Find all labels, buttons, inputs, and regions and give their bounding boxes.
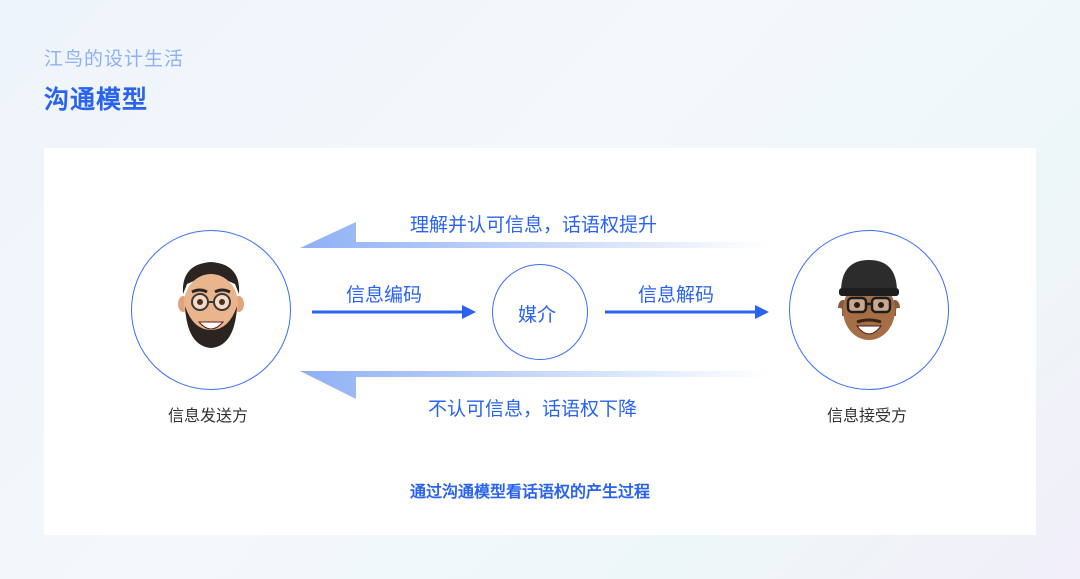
feedback-negative-arrow [300,371,770,399]
page-title: 沟通模型 [44,85,149,114]
encode-label: 信息编码 [346,284,423,306]
diagram-card: 信息发送方 理解并认可信息，话语权提升 信息编码 媒介 信息解码 [44,148,1036,535]
receiver-circle [789,230,949,390]
brand-name: 江鸟的设计生活 [44,48,185,70]
decode-label: 信息解码 [638,284,715,306]
encode-arrow [312,305,476,319]
medium-circle [492,264,588,360]
feedback-negative-label: 不认可信息，话语权下降 [428,398,638,420]
medium-label: 媒介 [518,304,557,326]
diagram-caption: 通过沟通模型看话语权的产生过程 [410,482,651,501]
feedback-positive-arrow [300,222,770,248]
sender-label: 信息发送方 [168,406,249,425]
receiver-label: 信息接受方 [827,406,908,425]
cap-man-memoji-icon [837,260,901,340]
bearded-man-memoji-icon [178,262,244,348]
decode-arrow [605,305,769,319]
sender-circle [131,230,291,390]
feedback-positive-label: 理解并认可信息，话语权提升 [410,214,658,236]
